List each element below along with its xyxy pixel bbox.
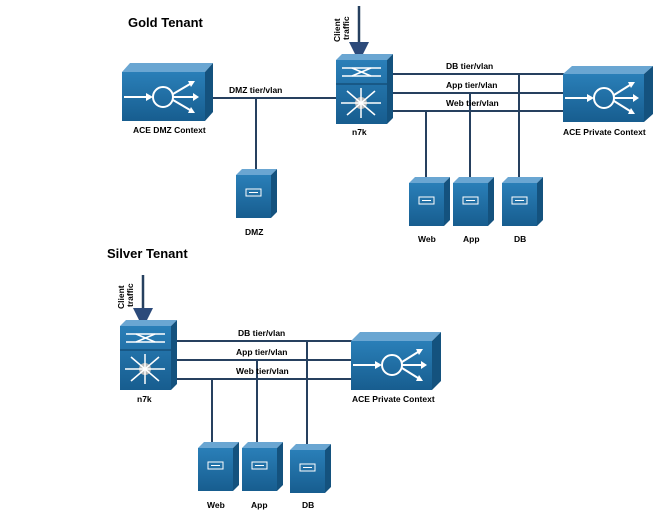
gold-web-server-label: Web [418, 234, 436, 244]
silver-db-vlan-label: DB tier/vlan [238, 328, 285, 338]
silver-web-vlan-label: Web tier/vlan [236, 366, 289, 376]
silver-ace-private-context-label: ACE Private Context [352, 394, 435, 404]
dmz-server-label: DMZ [245, 227, 263, 237]
gold-client-label: Client [332, 18, 342, 42]
gold-web-vlan-label: Web tier/vlan [446, 98, 499, 108]
gold-ace-private-context-icon [563, 66, 653, 122]
gold-tenant-title: Gold Tenant [128, 15, 204, 30]
silver-app-server-icon [242, 442, 283, 491]
silver-n7k-label: n7k [137, 394, 152, 404]
silver-ace-private-context-icon [351, 332, 441, 390]
silver-web-server-icon [198, 442, 239, 491]
silver-traffic-label: traffic [125, 283, 135, 307]
gold-app-server-icon [453, 177, 494, 226]
gold-dmz-vlan-label: DMZ tier/vlan [229, 85, 282, 95]
gold-db-server-label: DB [514, 234, 526, 244]
silver-db-server-label: DB [302, 500, 314, 510]
gold-web-server-icon [409, 177, 450, 226]
silver-links [172, 340, 352, 446]
silver-app-vlan-label: App tier/vlan [236, 347, 287, 357]
gold-n7k-label: n7k [352, 127, 367, 137]
silver-client-label: Client [116, 285, 126, 309]
silver-db-server-icon [290, 444, 331, 493]
gold-n7k-switch-icon [336, 54, 393, 124]
silver-web-server-label: Web [207, 500, 225, 510]
gold-ace-private-context-label: ACE Private Context [563, 127, 646, 137]
gold-db-vlan-label: DB tier/vlan [446, 61, 493, 71]
ace-dmz-context-icon [122, 63, 213, 121]
silver-tenant-title: Silver Tenant [107, 246, 188, 261]
gold-app-vlan-label: App tier/vlan [446, 80, 497, 90]
gold-traffic-label: traffic [341, 16, 351, 40]
dmz-server-icon [236, 169, 277, 218]
silver-app-server-label: App [251, 500, 268, 510]
gold-db-server-icon [502, 177, 543, 226]
ace-dmz-context-label: ACE DMZ Context [133, 125, 206, 135]
silver-n7k-switch-icon [120, 320, 177, 390]
gold-links [208, 73, 565, 180]
gold-app-server-label: App [463, 234, 480, 244]
